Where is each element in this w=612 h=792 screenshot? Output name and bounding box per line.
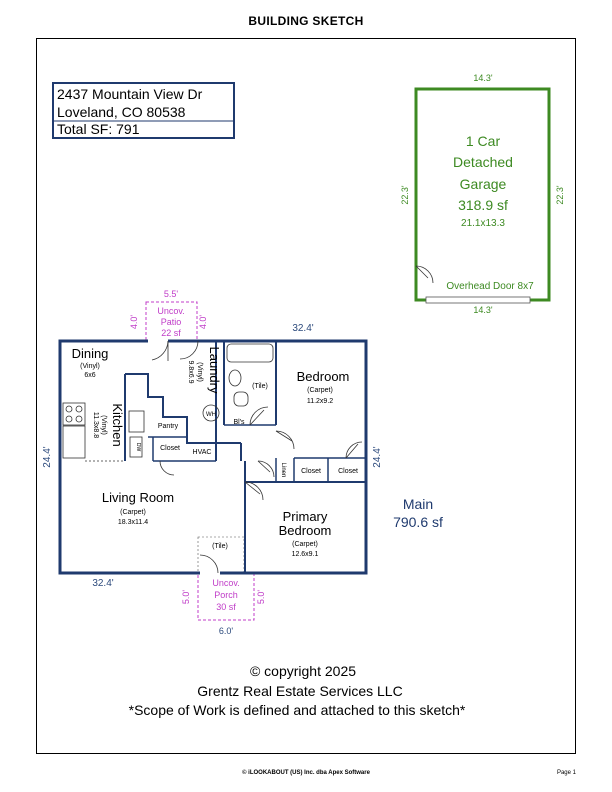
kitchen-floor: (Vinyl) [100, 415, 107, 435]
main-house [58, 339, 368, 575]
primary-line2: Bedroom [279, 523, 332, 538]
patio: 5.5' 4.0' 4.0' Uncov. Patio 22 sf [129, 289, 208, 341]
footer-page: Page 1 [556, 770, 576, 776]
linen-label: Linen [280, 463, 286, 478]
hvac-label: HVAC [193, 449, 212, 456]
laundry-size: 9.8x6.9 [187, 361, 194, 384]
overhead-door [425, 296, 531, 304]
fixtures [62, 343, 274, 462]
main-dimensions: 32.4' 32.4' 24.4' 24.4' [42, 323, 383, 589]
garage-line3: Garage [460, 176, 507, 192]
total-sf: Total SF: 791 [57, 121, 140, 137]
garage-dim-bottom: 14.3' [473, 305, 493, 315]
footer-credit: © iLOOKABOUT (US) Inc. dba Apex Software [242, 770, 370, 776]
closet1-label: Closet [301, 468, 321, 475]
room-labels: Dining (Vinyl) 6x6 Laundry (Vinyl) 9.8x6… [72, 346, 358, 558]
bedroom-size: 11.2x9.2 [307, 398, 333, 405]
dw-label: DW [135, 443, 141, 452]
porch: Uncov. Porch 30 sf 5.0' 5.0' 6.0' (Tile) [181, 536, 266, 636]
garage-line2: Detached [453, 154, 513, 170]
main-dim-left: 24.4' [42, 446, 53, 467]
page-title: BUILDING SKETCH [248, 14, 364, 28]
copyright-line2: Grentz Real Estate Services LLC [197, 683, 402, 699]
bedroom-floor: (Carpet) [307, 387, 333, 394]
main-dim-right: 24.4' [372, 446, 383, 467]
porch-line2: Porch [214, 590, 238, 600]
garage-dim-left: 22.3' [400, 185, 410, 205]
main-dim-bottom: 32.4' [92, 578, 113, 589]
primary-line1: Primary [283, 509, 328, 524]
dining-size: 6x6 [84, 372, 95, 379]
copyright-line1: © copyright 2025 [250, 663, 356, 679]
garage-door-label: Overhead Door 8x7 [446, 281, 534, 292]
porch-dim-right: 5.0' [256, 590, 266, 605]
tile-bath-label: (Tile) [252, 383, 268, 390]
patio-line2: Patio [161, 317, 182, 327]
main-area: 790.6 sf [393, 514, 443, 530]
porch-dim-bottom: 6.0' [219, 626, 234, 636]
info-box: 2437 Mountain View Dr Loveland, CO 80538… [52, 82, 235, 139]
main-label: Main [403, 496, 433, 512]
door-swings [151, 340, 363, 574]
closet-kitchen-label: Closet [160, 445, 180, 452]
kitchen-size: 11.3x8.8 [92, 412, 99, 438]
sketch-frame [36, 38, 576, 754]
address-line1: 2437 Mountain View Dr [57, 86, 203, 102]
kitchen-sink [128, 410, 145, 433]
laundry-name: Laundry [207, 347, 222, 394]
stove [62, 402, 86, 426]
closet2-label: Closet [338, 468, 358, 475]
dining-floor: (Vinyl) [80, 363, 100, 370]
living-size: 18.3x11.4 [118, 519, 148, 526]
garage-size: 21.1x13.3 [461, 218, 505, 229]
patio-line1: Uncov. [157, 306, 184, 316]
porch-area: 30 sf [216, 602, 236, 612]
dining-name: Dining [72, 346, 109, 361]
bathtub [226, 343, 274, 363]
garage-dim-top: 14.3' [473, 73, 493, 83]
pantry-label: Pantry [158, 423, 179, 430]
patio-dim-left: 4.0' [129, 315, 139, 330]
living-floor: (Carpet) [120, 509, 146, 516]
refrigerator [62, 425, 86, 459]
bedroom-name: Bedroom [297, 369, 350, 384]
garage-dim-right: 22.3' [555, 185, 565, 205]
copyright-line3: *Scope of Work is defined and attached t… [129, 702, 466, 718]
toilet [233, 391, 249, 407]
porch-line1: Uncov. [212, 578, 239, 588]
sink [228, 369, 242, 387]
patio-area: 22 sf [161, 328, 181, 338]
patio-dim-top: 5.5' [164, 289, 179, 299]
laundry-floor: (Vinyl) [196, 362, 203, 382]
wh-label: WH [206, 412, 216, 418]
patio-dim-right: 4.0' [198, 315, 208, 330]
dishwasher [129, 436, 143, 458]
garage: 14.3' 14.3' 22.3' 22.3' 1 Car Detached G… [400, 73, 565, 315]
bis-label: Bl's [233, 419, 245, 426]
primary-size: 12.6x9.1 [292, 551, 319, 558]
garage-area: 318.9 sf [458, 197, 508, 213]
garage-line1: 1 Car [466, 133, 501, 149]
living-name: Living Room [102, 490, 174, 505]
kitchen-name: Kitchen [110, 403, 125, 446]
primary-floor: (Carpet) [292, 541, 318, 548]
main-dim-top: 32.4' [292, 323, 313, 334]
water-heater [202, 404, 220, 422]
address-line2: Loveland, CO 80538 [57, 104, 186, 120]
garage-door-swing [415, 265, 434, 284]
porch-dim-left: 5.0' [181, 590, 191, 605]
tile-porch-label: (Tile) [212, 543, 228, 550]
copyright-block: © copyright 2025 Grentz Real Estate Serv… [129, 663, 466, 718]
